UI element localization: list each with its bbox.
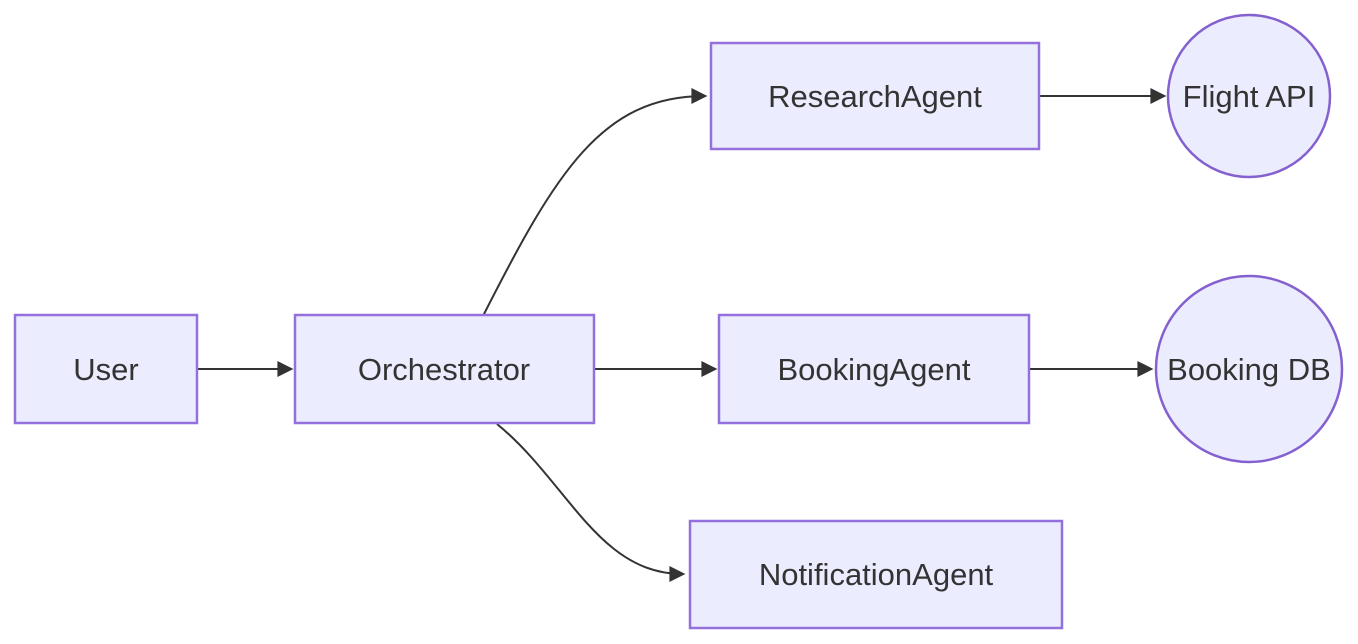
node-orchestrator-shape [293, 313, 596, 425]
node-user: User [13, 313, 199, 425]
node-notification-agent: NotificationAgent [688, 519, 1064, 630]
node-orchestrator: Orchestrator [293, 313, 596, 425]
node-flight-api-shape [1166, 13, 1332, 179]
node-research-agent-shape [709, 41, 1041, 151]
edge-layer [197, 88, 1167, 582]
node-research-agent-label: ResearchAgent [768, 79, 982, 114]
node-orchestrator-label: Orchestrator [358, 352, 530, 387]
node-booking-db: Booking DB [1154, 274, 1344, 464]
edge-orchestrator-to-notificationagent [496, 423, 686, 582]
node-flight-api: Flight API [1166, 13, 1332, 179]
node-booking-agent-label: BookingAgent [777, 352, 970, 387]
edge-orchestrator-to-researchagent [482, 88, 708, 317]
node-notification-agent-label: NotificationAgent [759, 557, 994, 592]
node-flight-api-label: Flight API [1183, 79, 1316, 114]
node-booking-db-label: Booking DB [1167, 352, 1331, 387]
node-booking-agent-shape [717, 313, 1031, 425]
node-user-label: User [73, 352, 138, 387]
node-booking-db-shape [1154, 274, 1344, 464]
node-research-agent: ResearchAgent [709, 41, 1041, 151]
node-notification-agent-shape [688, 519, 1064, 630]
node-user-shape [13, 313, 199, 425]
node-booking-agent: BookingAgent [717, 313, 1031, 425]
